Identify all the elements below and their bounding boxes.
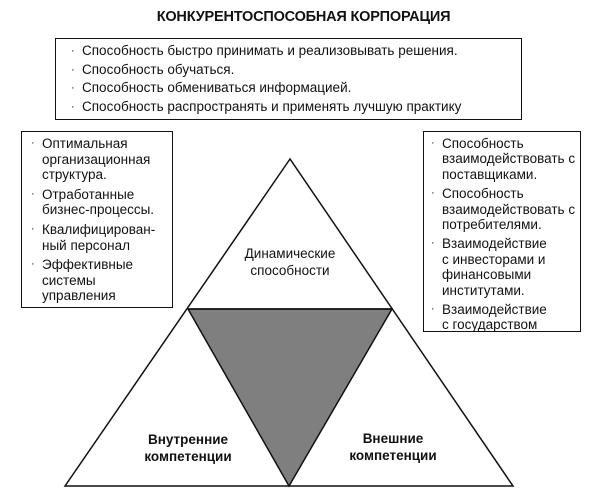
label-line: компетенции (349, 448, 437, 463)
list-item: · Способность быстро принимать и реализов… (68, 42, 521, 61)
bullet-icon: · (31, 258, 35, 271)
bullet-icon: · (71, 82, 75, 94)
list-item-text: Способность обучаться. (82, 61, 235, 77)
corporation-capabilities-box: · Способность быстро принимать и реализов… (55, 38, 522, 120)
label-line: компетенции (144, 449, 232, 464)
label-line: Внешние (362, 431, 424, 446)
bullet-icon: · (71, 45, 75, 57)
list-item-text: Способность обмениваться информацией. (82, 80, 352, 95)
internal-competencies-list: ·Оптимальная организационная структура. … (28, 136, 168, 304)
external-competencies-box: · Способность взаимодействовать с поставщ… (423, 131, 581, 332)
bullet-icon: · (431, 187, 435, 200)
list-item-text: Способность быстро принимать и реализовы… (82, 43, 458, 58)
bullet-icon: · (431, 303, 435, 316)
list-item-text: Взаимодействие с государством (442, 302, 547, 333)
bullet-icon: · (31, 222, 35, 235)
bullet-icon: · (31, 187, 35, 200)
list-item: · Взаимодействие с государством (428, 302, 578, 333)
bullet-icon: · (431, 137, 435, 149)
list-item-text: Способность взаимодействовать с поставщи… (442, 136, 576, 182)
bullet-icon: · (71, 100, 75, 113)
list-item: · Оптимальная организационная структура. (28, 136, 168, 183)
list-item: · Способность обмениваться информацией. (68, 79, 521, 98)
dynamic-capabilities-label: Динамические способности (215, 245, 365, 279)
bullet-icon: · (71, 63, 75, 76)
list-item: · Способность взаимодействовать с потреби… (428, 186, 578, 232)
external-competencies-label: Внешние компетенции (318, 430, 468, 464)
diagram-title: КОНКУРЕНТОСПОСОБНАЯ КОРПОРАЦИЯ (156, 9, 451, 25)
bullet-icon: · (431, 237, 435, 250)
list-item-text: Отработанные бизнес-процессы. (42, 186, 155, 218)
internal-competencies-box: ·Оптимальная организационная структура. … (21, 131, 173, 308)
label-line: Динамические (244, 246, 336, 261)
list-item-text: Способность взаимодействовать с потребит… (442, 186, 576, 233)
label-line: способности (250, 263, 330, 278)
list-item: · Способность взаимодействовать с поставщ… (428, 136, 578, 182)
list-item: · Отработанные бизнес-процессы. (28, 187, 168, 218)
capabilities-list: · Способность быстро принимать и реализов… (68, 42, 521, 116)
list-item: · Взаимодействие с инвесторами и финансов… (428, 236, 578, 298)
list-item-text: Взаимодействие с инвесторами и финансовы… (442, 236, 547, 298)
list-item: · Способность распространять и применять … (68, 98, 521, 117)
list-item-text: Оптимальная организационная структура. (42, 136, 151, 183)
bullet-icon: · (31, 137, 35, 149)
list-item-text: Квалифицирован-ный персонал (42, 221, 156, 253)
list-item: · Квалифицирован-ный персонал (28, 222, 168, 253)
list-item-text: Эффективные системы управления (42, 257, 134, 304)
label-line: Внутренние (147, 432, 229, 447)
list-item: · Способность обучаться. (68, 61, 521, 80)
internal-competencies-label: Внутренние компетенции (113, 431, 263, 465)
list-item: · Эффективные системы управления (28, 257, 168, 304)
list-item-text: Способность распространять и применять л… (82, 98, 462, 114)
external-competencies-list: · Способность взаимодействовать с поставщ… (428, 136, 578, 333)
